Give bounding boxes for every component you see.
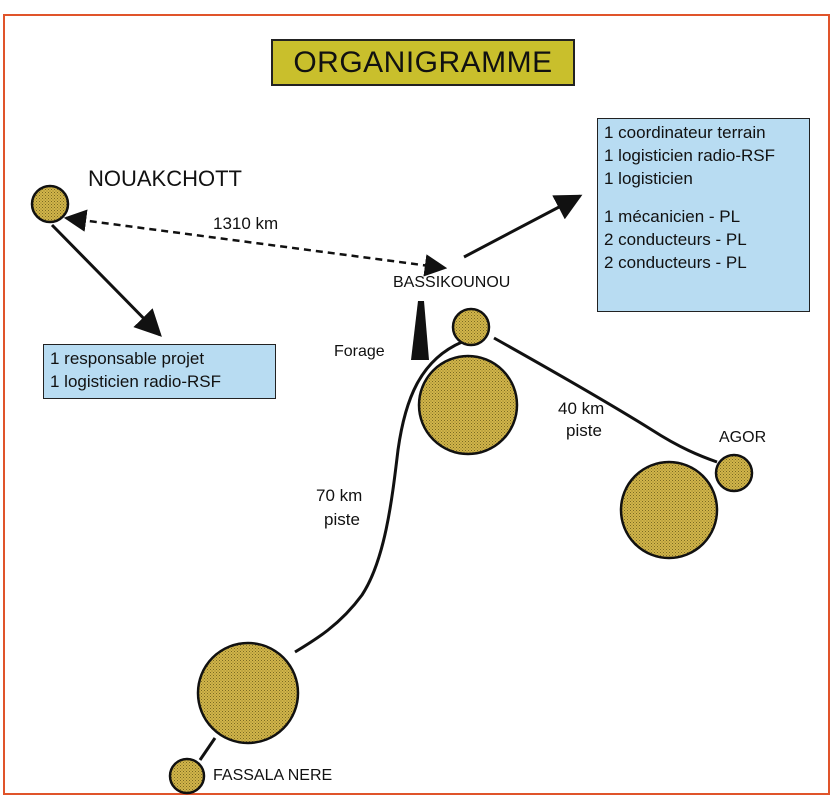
label-piste-70: piste — [324, 510, 360, 529]
route-bassikounou-fassala — [294, 340, 463, 654]
bassikounou-staff-item: 1 logisticien — [604, 169, 693, 188]
label-forage: Forage — [334, 343, 385, 360]
bassikounou-staff-box: 1 coordinateur terrain 1 logisticien rad… — [597, 118, 810, 312]
bassikounou-staff-item: 1 logisticien radio-RSF — [604, 146, 776, 165]
agor-camp-circle — [619, 460, 719, 560]
bassikounou-camp-circle — [417, 354, 519, 456]
agor-node — [714, 453, 754, 493]
nouakchott-staff-item: 1 responsable projet — [50, 349, 205, 368]
fassala-camp-circle — [196, 641, 300, 745]
forage-icon — [411, 301, 429, 360]
bassikounou-staff-item: 2 conducteurs - PL — [604, 230, 747, 249]
nouakchott-staff-box: 1 responsable projet 1 logisticien radio… — [43, 344, 276, 399]
nouakchott-node — [30, 184, 70, 224]
label-nouakchott: NOUAKCHOTT — [88, 166, 242, 191]
fassala-nere-node — [168, 757, 206, 795]
bassikounou-staff-item: 1 coordinateur terrain — [604, 123, 766, 142]
bassikounou-staff-item: 1 mécanicien - PL — [604, 207, 741, 226]
diagram-frame — [3, 14, 830, 795]
arrow-nouakchott-staff — [50, 223, 162, 337]
label-distance-1310: 1310 km — [213, 214, 279, 233]
nouakchott-staff-item: 1 logisticien radio-RSF — [50, 372, 222, 391]
label-distance-70: 70 km — [316, 486, 363, 505]
route-bassikounou-agor — [493, 336, 718, 464]
route-fassala-connector — [198, 737, 217, 761]
route-nouakchott-bassikounou — [63, 209, 448, 277]
bassikounou-node — [451, 307, 491, 347]
arrow-bassikounou-staff — [463, 194, 583, 259]
label-piste-40: piste — [566, 421, 602, 440]
label-bassikounou: BASSIKOUNOU — [393, 274, 511, 291]
bassikounou-staff-item: 2 conducteurs - PL — [604, 253, 747, 272]
label-agor: AGOR — [719, 429, 767, 446]
page-title: ORGANIGRAMME — [271, 39, 575, 86]
bassikounou-staff-spacer — [604, 190, 803, 205]
label-fassala-nere: FASSALA NERE — [213, 767, 333, 784]
label-distance-40: 40 km — [558, 399, 605, 418]
